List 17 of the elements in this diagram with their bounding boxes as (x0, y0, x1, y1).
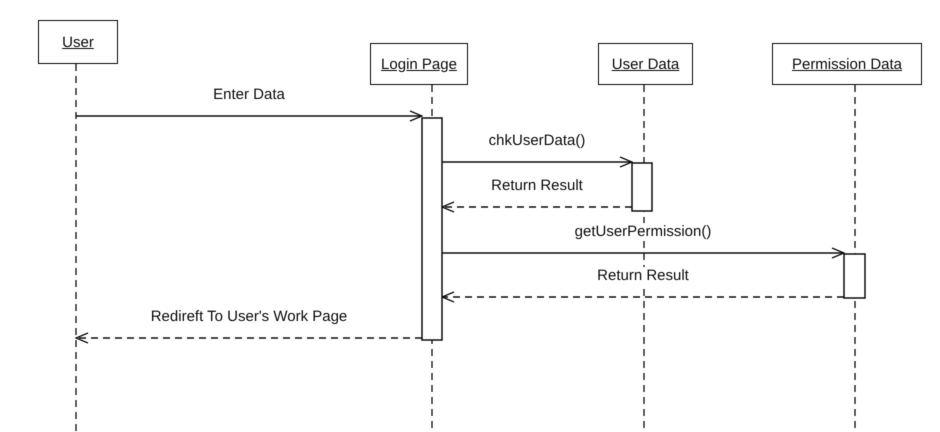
message-arrow (441, 291, 844, 303)
object-name: User (62, 34, 94, 50)
activation-bar (631, 162, 653, 212)
object-name: Permission Data (792, 56, 902, 72)
activation-bar (421, 117, 443, 341)
message-label: Return Result (595, 267, 691, 284)
object-name: Login Page (381, 56, 457, 72)
message-label: getUserPermission() (572, 223, 714, 240)
message-arrow (442, 247, 845, 259)
message-label: chkUserData() (486, 132, 588, 149)
message-arrow (76, 110, 423, 122)
message-arrow (75, 332, 422, 344)
message-label: Redireft To User's Work Page (148, 308, 350, 325)
message-arrow (442, 156, 633, 168)
message-arrow (441, 201, 632, 213)
activation-bar (843, 253, 866, 299)
object-name: User Data (612, 56, 680, 72)
